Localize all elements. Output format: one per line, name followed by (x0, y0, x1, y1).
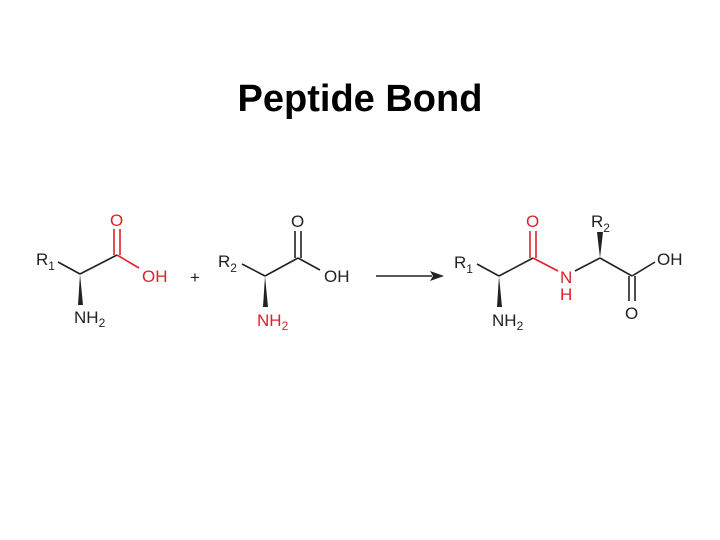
bond-n-calpha2 (574, 257, 601, 272)
r2-label: R2 (591, 212, 610, 235)
amide-nitrogen-label: N (560, 268, 572, 287)
carbonyl-oxygen-label: O (110, 211, 123, 230)
amide-hydrogen-label: H (560, 285, 572, 304)
page-title: Peptide Bond (237, 78, 483, 120)
r2-label: R2 (218, 252, 237, 275)
r1-label: R1 (454, 253, 473, 276)
carbonyl-oxygen-label: O (291, 212, 304, 231)
hydroxyl-label: OH (324, 267, 350, 286)
wedge-bond-r2 (597, 232, 603, 258)
r1-label: R1 (36, 250, 55, 273)
arrow-head (430, 271, 444, 281)
reactant-2: R2 O OH NH2 (218, 212, 350, 333)
bond-carbonyl-oh (116, 254, 140, 269)
bond-amide-c-n (532, 257, 559, 272)
product-dipeptide: R1 O N H R2 OH O NH2 (454, 212, 683, 333)
bond-calpha1-amide-c (498, 257, 534, 277)
bond-calpha2-carboxyl (599, 257, 633, 277)
amine-label: NH2 (492, 311, 524, 333)
plus-sign: + (190, 268, 200, 287)
bond-r1-calpha1 (476, 263, 500, 277)
wedge-bond-amine (78, 274, 83, 305)
reactant-1: R1 O OH NH2 (36, 211, 168, 330)
reaction-arrow (376, 271, 444, 281)
wedge-bond-amine (263, 276, 268, 307)
bond-carbonyl-oh (297, 257, 321, 271)
amine-label: NH2 (257, 311, 289, 333)
amide-oxygen-label: O (526, 212, 539, 231)
hydroxyl-label: OH (142, 267, 168, 286)
bond-calpha-carbonyl (264, 257, 299, 277)
wedge-bond-amine (497, 276, 502, 307)
hydroxyl-label: OH (657, 250, 683, 269)
bond-calpha-carbonyl (79, 254, 118, 275)
bond-carboxyl-oh (631, 261, 656, 277)
bond-r2-calpha (241, 263, 266, 277)
amine-label: NH2 (74, 308, 106, 330)
bond-r1-calpha (57, 261, 81, 275)
carboxyl-oxygen-label: O (625, 304, 638, 323)
